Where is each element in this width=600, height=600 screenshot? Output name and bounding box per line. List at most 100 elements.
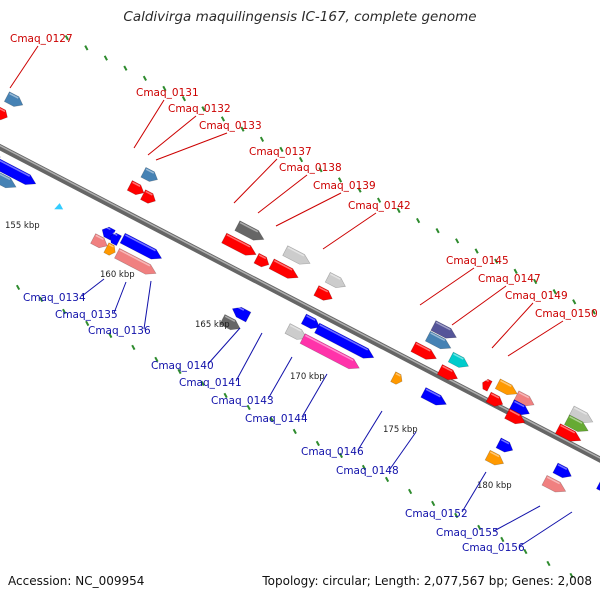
tick-mark-outer-top	[84, 45, 89, 51]
gene-cmaq0145b	[424, 330, 452, 350]
map-title: Caldivirga maquilingensis IC-167, comple…	[123, 9, 477, 25]
gene-lower-0129	[0, 158, 37, 185]
genome-backbone-highlight	[0, 144, 600, 459]
leader-line-top	[419, 267, 475, 306]
tick-mark-outer-top	[337, 177, 343, 183]
tick-mark-outer-top	[533, 278, 538, 285]
leader-line-bottom	[113, 281, 127, 314]
accession-text: Accession: NC_009954	[8, 574, 145, 588]
gene-cmaq0148-shine	[425, 388, 441, 398]
leader-line-bottom	[267, 356, 293, 400]
gene-cmaq0149-shine	[500, 380, 512, 387]
gene-cmaq0145-shine	[415, 342, 431, 352]
tick-mark-outer-top	[279, 146, 284, 153]
gene-cmaq0144	[299, 333, 360, 370]
leader-line-bottom	[493, 505, 541, 532]
gene-cmaq0137-shine	[226, 234, 251, 248]
gene-cmaq0142-shine	[318, 286, 329, 293]
gene-label-top: Cmaq_0139	[313, 180, 376, 192]
tick-mark-outer-top	[318, 167, 323, 173]
leader-line-top	[507, 320, 564, 357]
tick-mark-outer-bottom	[315, 440, 320, 447]
gene-cmaq0127b	[0, 106, 8, 121]
topology-text: Topology: circular; Length: 2,077,567 bp…	[262, 574, 592, 588]
gene-cmaq0155	[541, 474, 567, 493]
gene-label-bottom: Cmaq_0155	[436, 527, 499, 539]
tick-mark-outer-top	[103, 55, 108, 61]
tick-mark-outer-top	[240, 126, 245, 132]
leader-line-top	[147, 115, 197, 156]
tick-mark-outer-top	[162, 85, 167, 92]
tick-mark-outer-bottom	[200, 380, 205, 387]
tick-mark-outer-bottom	[546, 560, 551, 567]
gene-cmaq0138-shine	[258, 254, 267, 260]
gene-cmaq0143a-shine	[306, 315, 316, 321]
tick-mark-outer-top	[201, 106, 206, 112]
gene-cmaq0152a	[495, 437, 514, 453]
gene-label-top: Cmaq_0127	[10, 33, 73, 45]
gene-cmaq0149b	[485, 391, 504, 407]
gene-label-top: Cmaq_0133	[199, 120, 262, 132]
gene-cmaq0147-shine	[442, 365, 453, 373]
tick-mark-outer-bottom	[177, 368, 182, 375]
tick-mark-outer-top	[181, 95, 187, 102]
gene-cmaq0150a-shine	[518, 391, 530, 399]
tick-mark-outer-bottom	[108, 332, 113, 339]
tick-mark-outer-bottom	[361, 464, 367, 471]
gene-cmaq0137	[221, 232, 257, 256]
gene-label-bottom: Cmaq_0146	[301, 446, 364, 458]
tick-mark-outer-top	[572, 299, 577, 305]
leader-line-top	[9, 45, 39, 89]
gene-cmaq0156	[596, 481, 600, 491]
gene-cmaq0153a-shine	[573, 407, 588, 415]
tick-mark-outer-bottom	[131, 344, 136, 351]
tick-mark-outer-bottom	[523, 548, 528, 555]
gene-label-top: Cmaq_0147	[478, 273, 541, 285]
gene-label-top: Cmaq_0149	[505, 290, 568, 302]
tick-mark-outer-top	[552, 288, 557, 295]
kbp-label: 165 kbp	[195, 320, 230, 330]
gene-cmaq0147a-shine	[453, 353, 464, 360]
genome-backbone	[0, 143, 600, 463]
gene-cmaq0132-shine	[132, 181, 141, 187]
tick-mark-outer-bottom	[384, 476, 390, 483]
gene-cmaq0147	[436, 364, 459, 381]
gene-cmaq0146	[390, 371, 403, 385]
gene-lower-0130	[0, 172, 17, 189]
tick-mark-outer-top	[298, 156, 304, 163]
leader-line-bottom	[357, 410, 383, 451]
kbp-label: 155 kbp	[5, 221, 40, 231]
gene-cmaq0144a-shine	[319, 324, 369, 351]
gene-cmaq0155a	[552, 462, 572, 479]
gene-cmaq0149	[494, 378, 518, 396]
gene-label-top: Cmaq_0150	[535, 308, 598, 320]
leader-line-bottom	[143, 280, 152, 330]
gene-label-bottom: Cmaq_0135	[55, 309, 118, 321]
gene-cmaq0133-shine	[145, 190, 153, 196]
gene-cmaq0155a-shine	[557, 464, 568, 471]
leader-line-bottom	[519, 511, 573, 547]
gene-label-bottom: Cmaq_0136	[88, 325, 151, 337]
tick-mark-outer-top	[357, 187, 362, 193]
gene-cmaq0136	[114, 247, 157, 275]
gene-label-bottom: Cmaq_0156	[462, 542, 525, 554]
gene-cmaq0141	[219, 314, 241, 331]
leader-line-bottom	[235, 332, 263, 382]
tick-mark-outer-top	[455, 238, 460, 244]
leader-line-bottom	[81, 278, 105, 297]
gene-cmaq0143a	[300, 313, 321, 330]
gene-cmaq0134-shine	[95, 234, 104, 241]
gene-cmaq0152a-shine	[500, 439, 510, 445]
gene-cmaq0144-shine	[304, 334, 354, 362]
gene-cmaq0134	[90, 233, 108, 249]
leader-line-top	[257, 174, 308, 214]
tick-mark-outer-bottom	[569, 572, 574, 579]
gene-cmaq0139	[268, 258, 299, 279]
tick-mark-outer-top	[123, 65, 128, 71]
tick-mark-outer-top	[220, 116, 226, 122]
tick-mark-outer-bottom	[154, 356, 159, 363]
gene-label-top: Cmaq_0145	[446, 255, 509, 267]
tick-mark-outer-top	[259, 136, 265, 142]
leader-line-top	[155, 132, 228, 161]
